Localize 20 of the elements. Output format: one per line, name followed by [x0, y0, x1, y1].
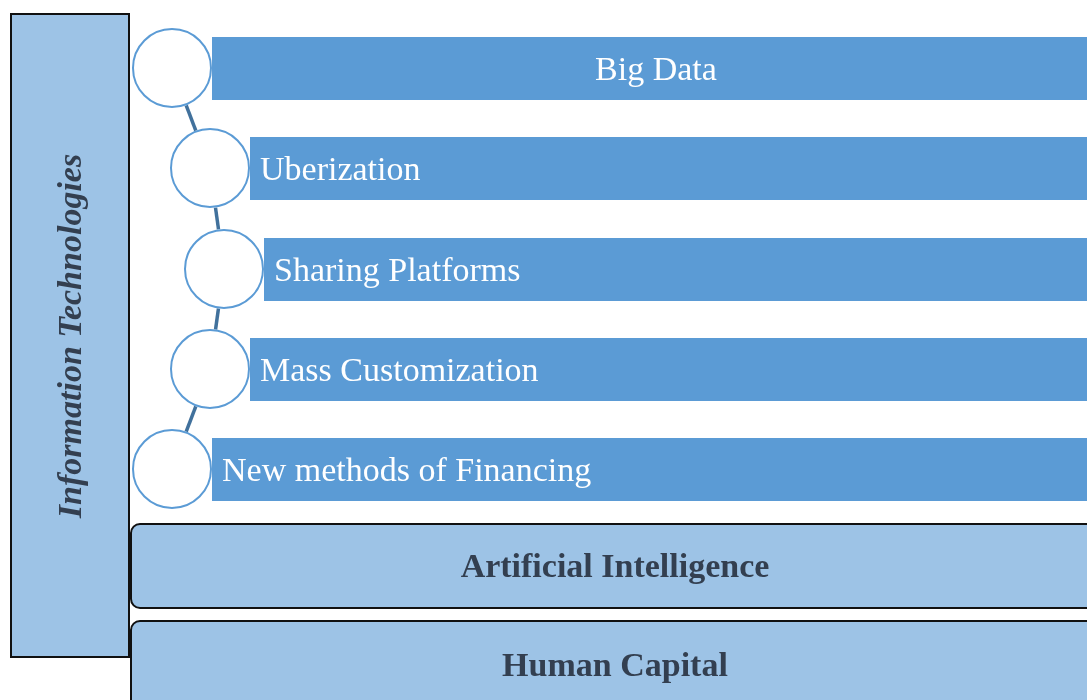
foundation-label: Human Capital: [502, 646, 728, 684]
topic-label: Uberization: [260, 149, 421, 188]
foundation-bar: [130, 523, 1087, 609]
side-panel: [10, 13, 130, 658]
connector-line: [213, 308, 221, 330]
topic-bar: [212, 438, 1087, 501]
connector-line: [213, 207, 221, 230]
topic-bar: [250, 137, 1087, 200]
connector-line: [184, 405, 198, 433]
topic-bar: [250, 338, 1087, 401]
topic-bar: [212, 37, 1087, 100]
foundation-label: Artificial Intelligence: [460, 547, 770, 585]
topic-label: Big Data: [595, 49, 717, 88]
panel-title: Information Technologies: [51, 153, 89, 518]
topic-label: Mass Customization: [260, 350, 539, 389]
foundation-bar: [130, 620, 1087, 700]
topic-label: Sharing Platforms: [274, 250, 521, 289]
connector-line: [184, 104, 198, 132]
topic-label: New methods of Financing: [222, 450, 592, 489]
topic-bar: [264, 238, 1087, 301]
